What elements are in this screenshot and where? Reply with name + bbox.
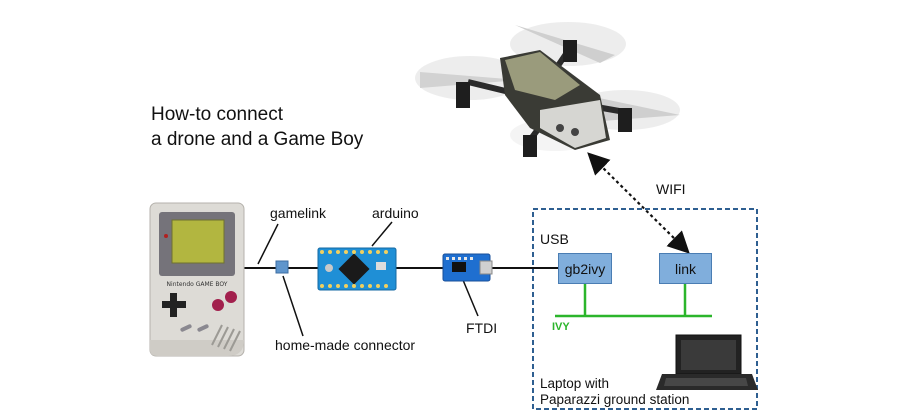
ftdi-label: FTDI	[466, 320, 498, 336]
laptop-image	[656, 334, 758, 390]
arduino-board	[317, 247, 397, 291]
ground-station-box	[532, 208, 758, 410]
arduino-label: arduino	[372, 205, 419, 221]
link-node-label: link	[674, 260, 696, 277]
laptop-caption-line-1: Laptop with	[540, 376, 610, 391]
gameboy-brand: Nintendo GAME BOY	[167, 281, 228, 288]
diagram-title: How-to connect a drone and a Game Boy	[151, 102, 363, 152]
gb2ivy-node-label: gb2ivy	[564, 260, 606, 277]
title-line-2: a drone and a Game Boy	[151, 129, 364, 150]
laptop-caption: Laptop with Paparazzi ground station	[540, 376, 689, 408]
title-line-1: How-to connect	[151, 104, 284, 125]
ftdi-pointer	[462, 279, 479, 317]
link-node: link	[659, 253, 712, 284]
wifi-label: WIFI	[656, 181, 686, 197]
connector-label: home-made connector	[275, 337, 416, 353]
gamelink-label: gamelink	[270, 205, 327, 221]
laptop-caption-line-2: Paparazzi ground station	[540, 392, 690, 407]
ivy-label: IVY	[552, 321, 570, 333]
drone-image	[415, 22, 680, 157]
ftdi-board	[442, 253, 493, 282]
arduino-pointer	[371, 221, 393, 247]
gb2ivy-node: gb2ivy	[558, 253, 612, 284]
connector-pointer	[282, 275, 304, 337]
usb-label: USB	[540, 231, 569, 247]
wifi-arrow	[587, 152, 690, 254]
gamelink-pointer	[257, 223, 279, 265]
home-made-connector	[275, 260, 289, 274]
gameboy-image: Nintendo GAME BOY	[149, 202, 245, 357]
